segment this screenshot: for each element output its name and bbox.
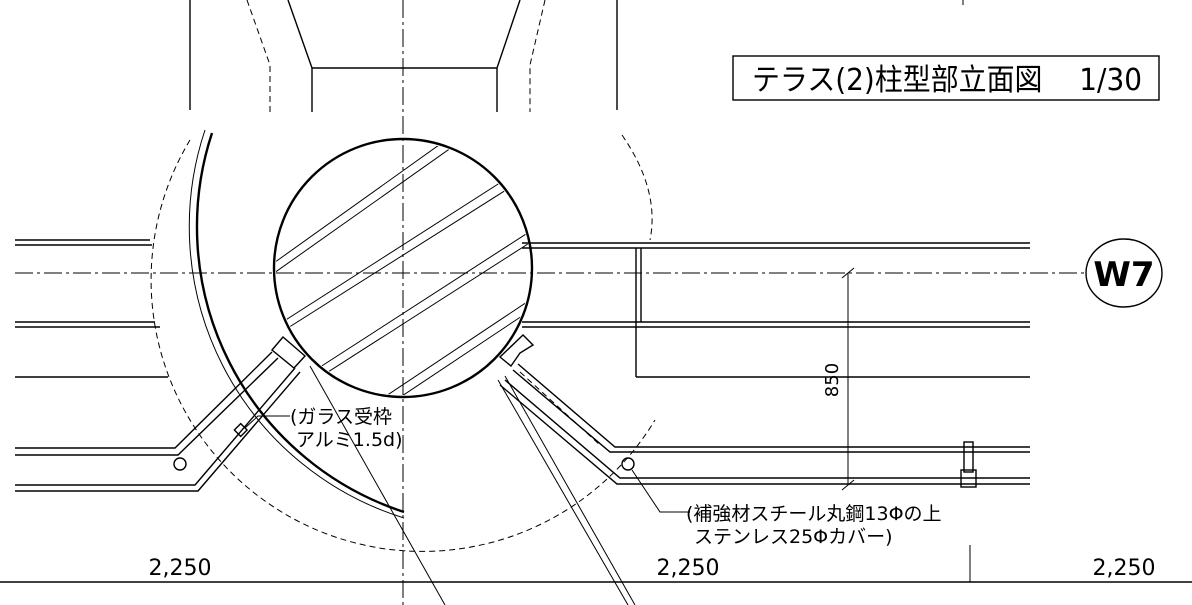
left-bend-rail-3: [15, 367, 296, 486]
note-glass-frame-line2: アルミ1.5d): [296, 429, 403, 451]
right-reinforcement-bar: [621, 457, 635, 471]
glass-curve-inner: [188, 129, 405, 519]
note-reinforcement-line1: (補強材スチール丸鋼13Φの上: [686, 503, 942, 525]
right-glass-dash: [519, 371, 601, 446]
funnel-right: [496, 0, 521, 69]
glass-curve-outer: [195, 132, 405, 514]
dim-tick-bottom: [841, 479, 855, 491]
left-bend-rail-1: [15, 351, 273, 449]
left-bend-rail-2: [15, 357, 279, 456]
funnel-left: [287, 0, 313, 69]
left-reinforcement-bar: [173, 457, 187, 471]
leader-glass-right-2: [497, 379, 629, 605]
anchor-post: [963, 441, 974, 473]
leader-glass-frame-note: [244, 415, 290, 429]
column-hatch: [276, 141, 530, 395]
left-glass-clip: [233, 422, 249, 438]
column-section: [272, 137, 534, 399]
note-reinforcement-line2: ステンレス25Φカバー): [694, 526, 893, 548]
dashed-top-left: [246, 0, 271, 112]
grid-label-w7: W7: [1093, 255, 1154, 295]
anchor-base: [960, 469, 977, 488]
dimension-right: 2,250: [1093, 556, 1156, 581]
title-box: [732, 55, 1160, 101]
dashed-right-curve: [621, 134, 653, 241]
leader-glass-right: [504, 375, 636, 605]
left-bend-rail-4: [15, 371, 301, 492]
dashed-outer-arc: [150, 139, 656, 552]
note-glass-frame-line1: (ガラス受枠: [290, 406, 392, 428]
dim-tick-top: [841, 267, 855, 279]
dimension-left: 2,250: [149, 556, 212, 581]
right-bend-rail-4: [499, 384, 1030, 485]
leader-glass-left: [309, 365, 446, 605]
right-bend-rail-2: [517, 363, 1030, 448]
right-bend-rail-1: [512, 369, 1030, 453]
dashed-top-right: [529, 0, 546, 112]
right-bend-rail-3: [504, 379, 1030, 479]
leader-reinforcement-note: [631, 469, 690, 513]
grid-bubble-w7: [1085, 238, 1163, 308]
dimension-middle: 2,250: [657, 556, 720, 581]
glass-frame-left: [271, 336, 307, 369]
glass-frame-right: [498, 334, 535, 368]
dimension-850: 850: [822, 363, 843, 397]
drawing-title: テラス(2)柱型部立面図 1/30: [752, 63, 1142, 98]
